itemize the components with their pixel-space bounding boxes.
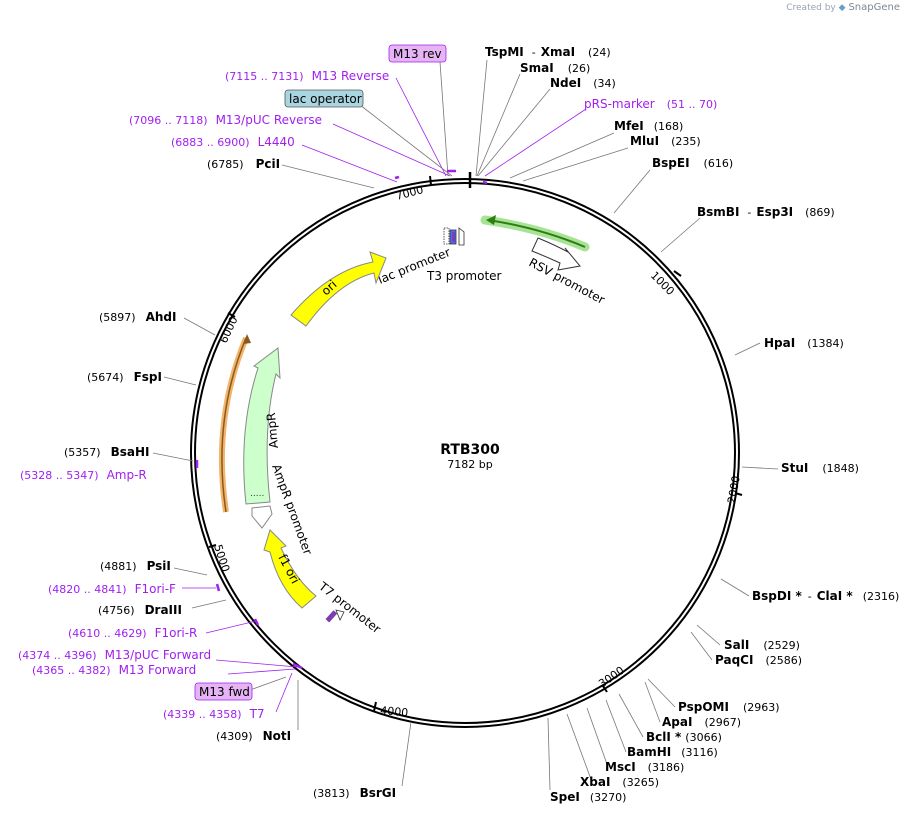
site-bsrgi: (3813)BsrGI	[313, 786, 396, 800]
site-smai: SmaI(26)	[520, 61, 590, 75]
site-spei: SpeI(3270)	[550, 790, 626, 804]
site-ndei: NdeI(34)	[550, 76, 616, 90]
backbone-outer	[190, 178, 740, 728]
site-paqci: PaqCI(2586)	[715, 653, 802, 667]
site-bamhi: BamHI(3116)	[627, 745, 718, 759]
label-t3-promoter: T3 promoter	[426, 269, 502, 283]
site-mlui: MluI(235)	[630, 134, 701, 148]
primer-amp-r: (5328 .. 5347)Amp-R	[20, 468, 147, 482]
feature-orange-line	[221, 337, 247, 513]
plasmid-name: RTB300	[440, 442, 500, 458]
credit-brand: SnapGene	[848, 2, 900, 13]
primer-m13-fwd: M13 fwd	[199, 685, 250, 699]
plasmid-length: 7182 bp	[447, 458, 492, 471]
m13-fwd-box	[194, 682, 253, 701]
feature-m13-rev-site	[452, 232, 455, 242]
backbone-inner	[194, 182, 736, 724]
sites-right: TspMI-XmaI(24) SmaI(26) NdeI(34) MfeI(16…	[485, 45, 899, 804]
site-pspomi: PspOMI(2963)	[678, 700, 780, 714]
credit-prefix: Created by	[786, 3, 836, 13]
site-bsahi: (5357)BsaHI	[64, 445, 149, 459]
rsv-arrowhead-icon	[486, 215, 496, 225]
lac-operator-box	[284, 89, 364, 108]
feature-lac-promoter	[443, 227, 450, 245]
primer-m13-forward: (4365 .. 4382)M13 Forward	[32, 663, 196, 677]
feature-rsv-green-band	[480, 215, 590, 252]
primer-t7: (4339 .. 4358)T7	[163, 707, 265, 721]
site-msci: MscI(3186)	[605, 760, 684, 774]
feature-t3-promoter	[458, 227, 465, 246]
primer-m13-rev: M13 rev	[393, 47, 442, 61]
orange-arrowhead-icon	[243, 334, 251, 344]
primer-marks	[195, 169, 488, 670]
tick-5000: 5000	[211, 543, 232, 574]
feature-orange-band	[218, 336, 249, 513]
site-hpai: HpaI(1384)	[764, 336, 844, 350]
feature-rsv-green-line	[487, 219, 586, 248]
site-ahdi: (5897)AhdI	[99, 310, 176, 324]
tick-3000: 3000	[596, 664, 626, 691]
primer-m13-reverse: (7115 .. 7131)M13 Reverse	[225, 69, 389, 83]
primer-lac-operator: lac operator	[289, 92, 362, 106]
site-pcii: (6785)PciI	[207, 157, 280, 171]
site-tspmi: TspMI-XmaI(24)	[485, 45, 611, 59]
feature-t7-site	[325, 610, 338, 623]
site-sali: SalI(2529)	[724, 638, 800, 652]
site-bspdi: BspDI *-ClaI *(2316)	[752, 589, 899, 603]
m13-rev-box	[388, 44, 447, 63]
feature-rsv-promoter	[531, 237, 581, 271]
label-t7-promoter: T7 promoter	[315, 579, 383, 637]
site-bcli: BclI *(3066)	[646, 730, 722, 744]
site-psii: (4881)PsiI	[100, 559, 171, 573]
site-apai: ApaI(2967)	[662, 715, 741, 729]
snapgene-logo-icon: ◆	[838, 3, 846, 13]
site-bspei: BspEI(616)	[652, 156, 733, 170]
primer-m13-puc-forward: (4374 .. 4396)M13/pUC Forward	[18, 648, 211, 662]
feature-f1-ori	[263, 529, 317, 609]
primer-m13-puc-reverse: (7096 .. 7118)M13/pUC Reverse	[129, 113, 322, 127]
site-noti: (4309)NotI	[216, 729, 291, 743]
site-xbai: XbaI(3265)	[580, 775, 659, 789]
site-bsmbi: BsmBI-Esp3I(869)	[697, 205, 835, 219]
site-fspi: (5674)FspI	[87, 370, 162, 384]
feature-ampr-promoter	[251, 505, 273, 529]
label-ampr: AmpR	[264, 412, 281, 449]
box-leaders	[249, 61, 453, 691]
feature-t7-promoter	[335, 609, 345, 621]
primer-leaders	[182, 77, 587, 713]
primer-labels: M13 rev (7115 .. 7131)M13 Reverse lac op…	[18, 44, 717, 721]
primer-f1ori-r: (4610 .. 4629)F1ori-R	[68, 626, 197, 640]
feature-ampr	[243, 347, 281, 505]
primer-l4440: (6883 .. 6900)L4440	[171, 135, 295, 149]
site-stui: StuI(1848)	[781, 461, 859, 475]
site-draiii: (4756)DraIII	[98, 603, 182, 617]
site-leaders	[152, 59, 779, 791]
snapgene-credit: Created by ◆ SnapGene	[786, 2, 900, 13]
primer-prs-marker: pRS-marker(51 .. 70)	[584, 97, 717, 111]
tick-2000: 2000	[725, 475, 743, 505]
sites-left: (6785)PciI (5897)AhdI (5674)FspI (5357)B…	[64, 157, 396, 800]
ampr-dots: .....	[250, 489, 264, 499]
primer-f1ori-f: (4820 .. 4841)F1ori-F	[48, 582, 176, 596]
tick-4000: 4000	[380, 704, 409, 719]
feature-ori	[290, 251, 387, 327]
features: RSV promoter lac promoter T3 promoter or…	[218, 215, 607, 637]
site-mfei: MfeI(168)	[614, 119, 683, 133]
